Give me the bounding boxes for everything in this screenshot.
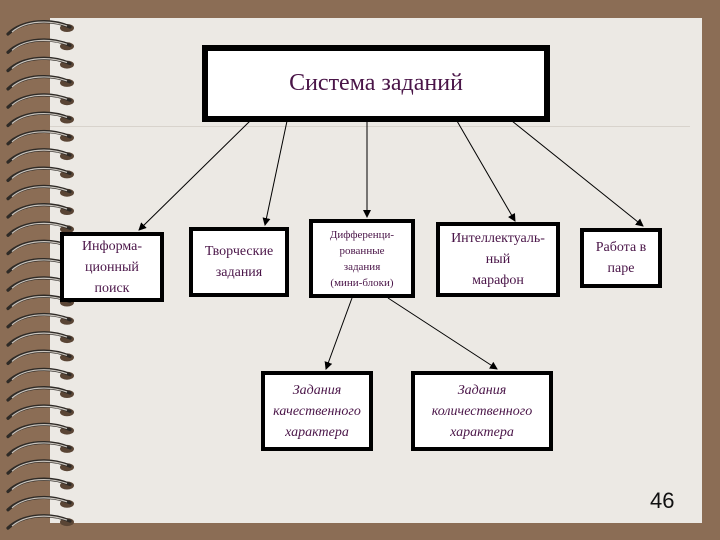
spiral-ring [6, 514, 74, 530]
node-info-search: Информа- ционный поиск [60, 232, 164, 302]
spiral-ring [6, 477, 74, 494]
edge-root-to-creative [262, 120, 288, 226]
spiral-ring [6, 495, 74, 512]
spiral-ring [6, 203, 74, 219]
node-differentiated-tasks: Дифференци- рованные задания (мини-блоки… [309, 219, 415, 298]
spiral-ring [6, 148, 74, 164]
root-title: Система заданий [289, 70, 463, 96]
page-number: 46 [650, 488, 675, 513]
spiral-binding [6, 20, 74, 530]
spiral-ring [6, 367, 74, 384]
spiral-ring [6, 166, 74, 182]
edge-diff-to-quantitative [387, 297, 498, 370]
spiral-ring [6, 386, 74, 402]
spiral-ring [6, 56, 74, 73]
spiral-ring [6, 312, 74, 329]
spiral-ring [6, 93, 74, 109]
spiral-ring [6, 129, 74, 146]
spiral-ring [6, 221, 74, 237]
spiral-ring [6, 74, 74, 91]
node-quantitative-tasks: Задания количественного характера [411, 371, 553, 451]
spiral-ring [6, 422, 74, 439]
spiral-ring [6, 331, 74, 347]
spiral-ring [6, 459, 74, 475]
node-pair-work: Работа в паре [580, 228, 662, 288]
spiral-ring [6, 440, 74, 457]
edge-root-to-intellectual [456, 120, 516, 222]
page-rule-line [50, 126, 690, 127]
spiral-ring [6, 111, 74, 128]
spiral-ring [6, 20, 74, 36]
spiral-ring [6, 349, 74, 365]
spiral-ring [6, 404, 74, 420]
node-intellectual-marathon: Интеллектуаль- ный марафон [436, 222, 560, 297]
node-qualitative-tasks: Задания качественного характера [261, 371, 373, 451]
edge-root-to-info [138, 120, 251, 231]
edge-diff-to-qualitative [324, 297, 353, 370]
node-creative-tasks: Творческие задания [189, 227, 289, 297]
spiral-ring [6, 184, 74, 201]
edge-root-to-pair [511, 120, 644, 227]
root-node: Система заданий [202, 45, 550, 122]
spiral-ring [6, 38, 74, 54]
